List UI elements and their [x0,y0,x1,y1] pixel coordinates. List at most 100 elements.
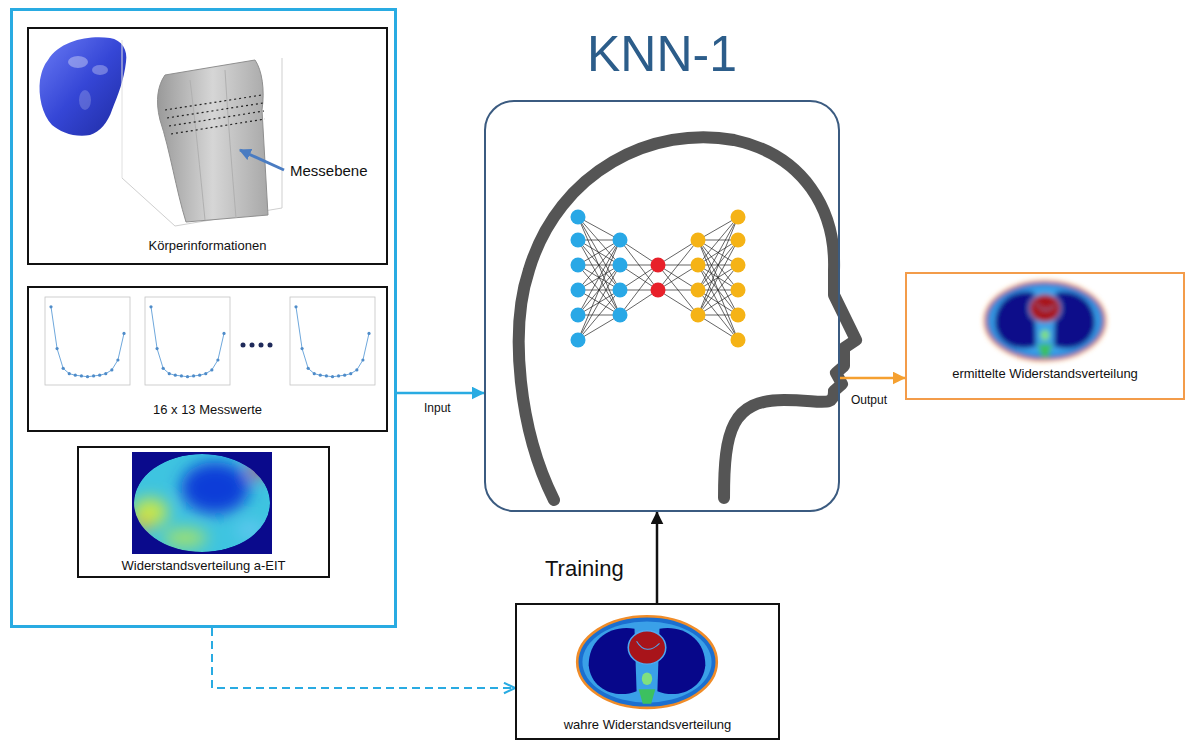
dot [241,343,246,348]
line-plot [290,297,375,385]
plot-point [104,372,107,375]
data-flow-arrow [212,628,515,688]
dot [268,343,273,348]
plot-point [80,374,83,377]
plot-point [155,347,158,350]
network-box: KNN-1 [484,100,840,512]
network-link [698,240,738,315]
plot-point [55,347,58,350]
output-box: ermittelte Widerstandsverteilung [905,272,1185,400]
line-plot [45,297,130,385]
plot-point [355,368,358,371]
plot-curve [51,307,124,377]
plot-point [116,358,119,361]
line-plot [145,297,230,385]
plot-point [98,374,101,377]
edge-label: Training [545,556,624,582]
estimated-image [985,281,1105,360]
plot-curve [151,307,224,377]
network-link [578,217,620,290]
plot-point [149,305,152,308]
torso-3d [40,37,127,136]
torso-highlight [79,90,91,110]
neuron [691,283,706,298]
input-arrow [397,392,484,395]
plot-point [325,374,328,377]
plot-point [174,374,177,377]
axis-line [122,40,123,178]
measurement-plane [171,119,265,134]
plot-point [192,374,195,377]
plot-point [367,332,370,335]
aeit-heatmap [132,452,272,554]
heatmap-blob [236,521,264,539]
true-image [577,616,717,708]
axis-line [122,178,175,226]
measurement-plane [165,95,262,110]
network-link [578,240,620,315]
ground-truth-box: wahre Widerstandsverteilung [515,603,780,740]
box-caption: ermittelte Widerstandsverteilung [952,366,1138,382]
input-panel: MessebeneKörperinformationen 16 x 13 Mess… [10,8,397,628]
network-title: KNN-1 [587,24,737,84]
measurement-plots [45,297,375,385]
neuron [731,283,746,298]
plot-frame [45,297,130,385]
neuron [571,333,586,348]
network-link [698,240,738,315]
neuron [651,283,666,298]
plot-point [198,374,201,377]
plot-point [110,368,113,371]
neuron [691,233,706,248]
plot-point [222,332,225,335]
dot [259,343,264,348]
neuron [571,283,586,298]
neural-network [571,210,746,348]
body-mesh [158,60,268,222]
neuron [731,258,746,273]
neuron [613,258,628,273]
plot-frame [145,297,230,385]
torso-highlight [92,65,108,75]
head-outline [519,137,856,500]
network-link [578,265,620,340]
plot-point [86,375,89,378]
pointer-arrow [240,150,284,170]
training-arrow [656,512,659,603]
heatmap-blob [181,462,249,514]
box-caption: Körperinformationen [149,238,267,254]
plot-point [162,367,165,370]
neuron [571,210,586,225]
plot-point [361,358,364,361]
heatmap-blob [132,498,168,526]
plot-point [349,372,352,375]
plot-point [186,375,189,378]
plot-point [204,372,207,375]
axis-line [282,58,283,208]
output-arrow [840,377,905,380]
neuron [731,210,746,225]
neuron [613,233,628,248]
plot-point [210,368,213,371]
neuron [613,308,628,323]
measurement-box: 16 x 13 Messwerte [27,286,388,432]
measurement-plane [167,103,263,118]
neuron [691,308,706,323]
plot-point [74,374,77,377]
heatmap-ground [132,452,272,554]
torso-highlight [68,56,88,68]
neuron [571,258,586,273]
heatmap-blob [163,528,207,548]
edge-label: Output [851,393,887,407]
body-info-box: MessebeneKörperinformationen [27,27,388,265]
plot-point [62,367,65,370]
body-illustration [40,37,285,226]
plot-point [319,374,322,377]
plot-point [343,374,346,377]
plot-point [294,305,297,308]
plot-point [307,367,310,370]
neuron [691,258,706,273]
